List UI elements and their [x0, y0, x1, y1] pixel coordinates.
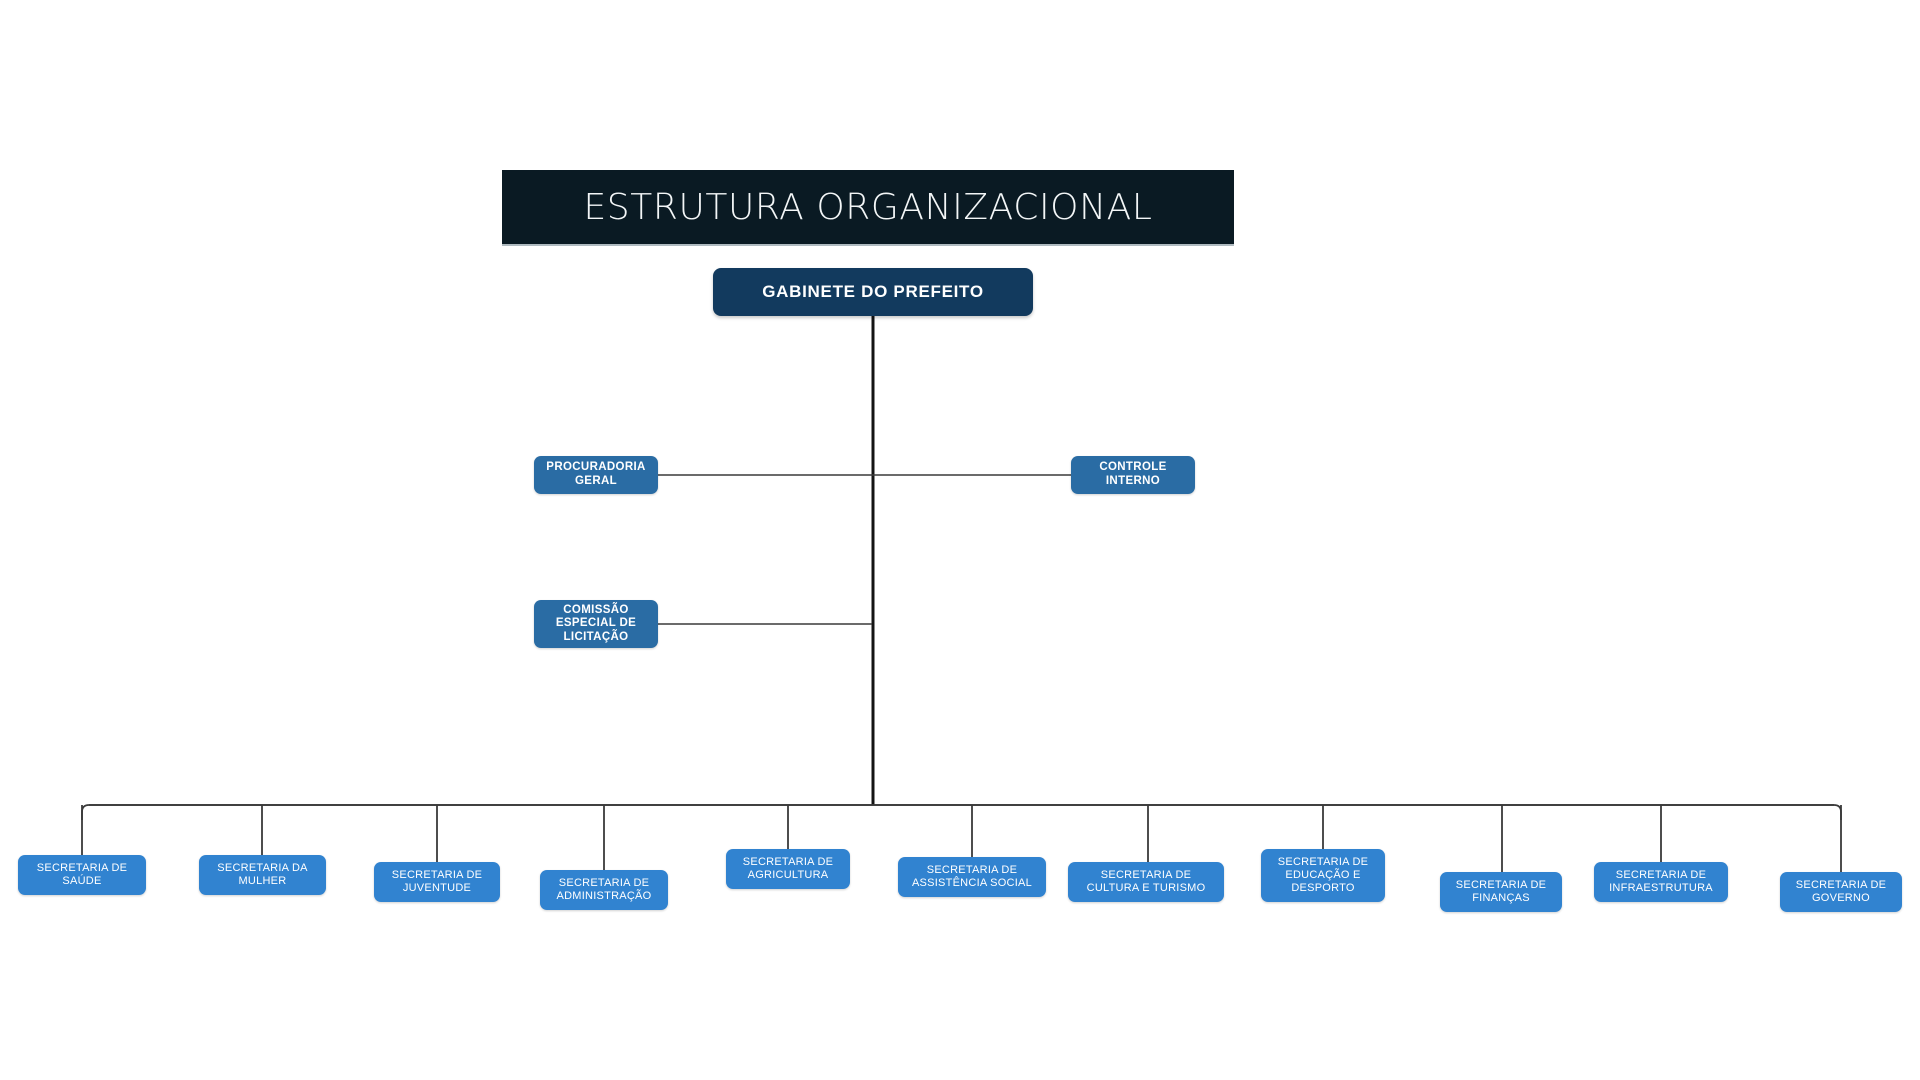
node-secretaria-de-infraestrutura[interactable]: SECRETARIA DE INFRAESTRUTURA: [1594, 862, 1728, 902]
node-label: SECRETARIA DA MULHER: [217, 862, 308, 887]
node-secretaria-de-assistencia-social[interactable]: SECRETARIA DE ASSISTÊNCIA SOCIAL: [898, 857, 1046, 897]
node-label: SECRETARIA DE AGRICULTURA: [742, 856, 834, 881]
node-secretaria-de-agricultura[interactable]: SECRETARIA DE AGRICULTURA: [726, 849, 850, 889]
node-label: SECRETARIA DE ASSISTÊNCIA SOCIAL: [911, 864, 1033, 889]
node-label: GABINETE DO PREFEITO: [762, 281, 984, 301]
node-label: SECRETARIA DE SAÚDE: [36, 862, 128, 887]
node-secretaria-de-governo[interactable]: SECRETARIA DE GOVERNO: [1780, 872, 1902, 912]
node-label: PROCURADORIA GERAL: [546, 461, 646, 487]
node-controle-interno[interactable]: CONTROLE INTERNO: [1071, 456, 1195, 494]
node-label: SECRETARIA DE ADMINISTRAÇÃO: [556, 877, 652, 902]
node-label: SECRETARIA DE JUVENTUDE: [391, 869, 483, 894]
node-secretaria-da-mulher[interactable]: SECRETARIA DA MULHER: [199, 855, 326, 895]
node-label: CONTROLE INTERNO: [1099, 461, 1167, 487]
node-gabinete-do-prefeito[interactable]: GABINETE DO PREFEITO: [713, 268, 1033, 316]
node-label: SECRETARIA DE GOVERNO: [1795, 879, 1887, 904]
node-secretaria-de-cultura-e-turismo[interactable]: SECRETARIA DE CULTURA E TURISMO: [1068, 862, 1224, 902]
node-label: COMISSÃO ESPECIAL DE LICITAÇÃO: [555, 603, 637, 643]
node-label: SECRETARIA DE INFRAESTRUTURA: [1609, 869, 1713, 894]
node-label: SECRETARIA DE EDUCAÇÃO E DESPORTO: [1277, 856, 1369, 894]
page-title: ESTRUTURA ORGANIZACIONAL: [583, 186, 1153, 228]
node-secretaria-de-financas[interactable]: SECRETARIA DE FINANÇAS: [1440, 872, 1562, 912]
node-label: SECRETARIA DE FINANÇAS: [1455, 879, 1547, 904]
node-procuradoria-geral[interactable]: PROCURADORIA GERAL: [534, 456, 658, 494]
node-label: SECRETARIA DE CULTURA E TURISMO: [1086, 869, 1206, 894]
node-secretaria-de-educacao-e-desporto[interactable]: SECRETARIA DE EDUCAÇÃO E DESPORTO: [1261, 849, 1385, 902]
node-secretaria-de-saude[interactable]: SECRETARIA DE SAÚDE: [18, 855, 146, 895]
node-comissao-especial-de-licitacao[interactable]: COMISSÃO ESPECIAL DE LICITAÇÃO: [534, 600, 658, 648]
page-title-banner: ESTRUTURA ORGANIZACIONAL: [502, 170, 1234, 244]
node-secretaria-de-juventude[interactable]: SECRETARIA DE JUVENTUDE: [374, 862, 500, 902]
node-secretaria-de-administracao[interactable]: SECRETARIA DE ADMINISTRAÇÃO: [540, 870, 668, 910]
